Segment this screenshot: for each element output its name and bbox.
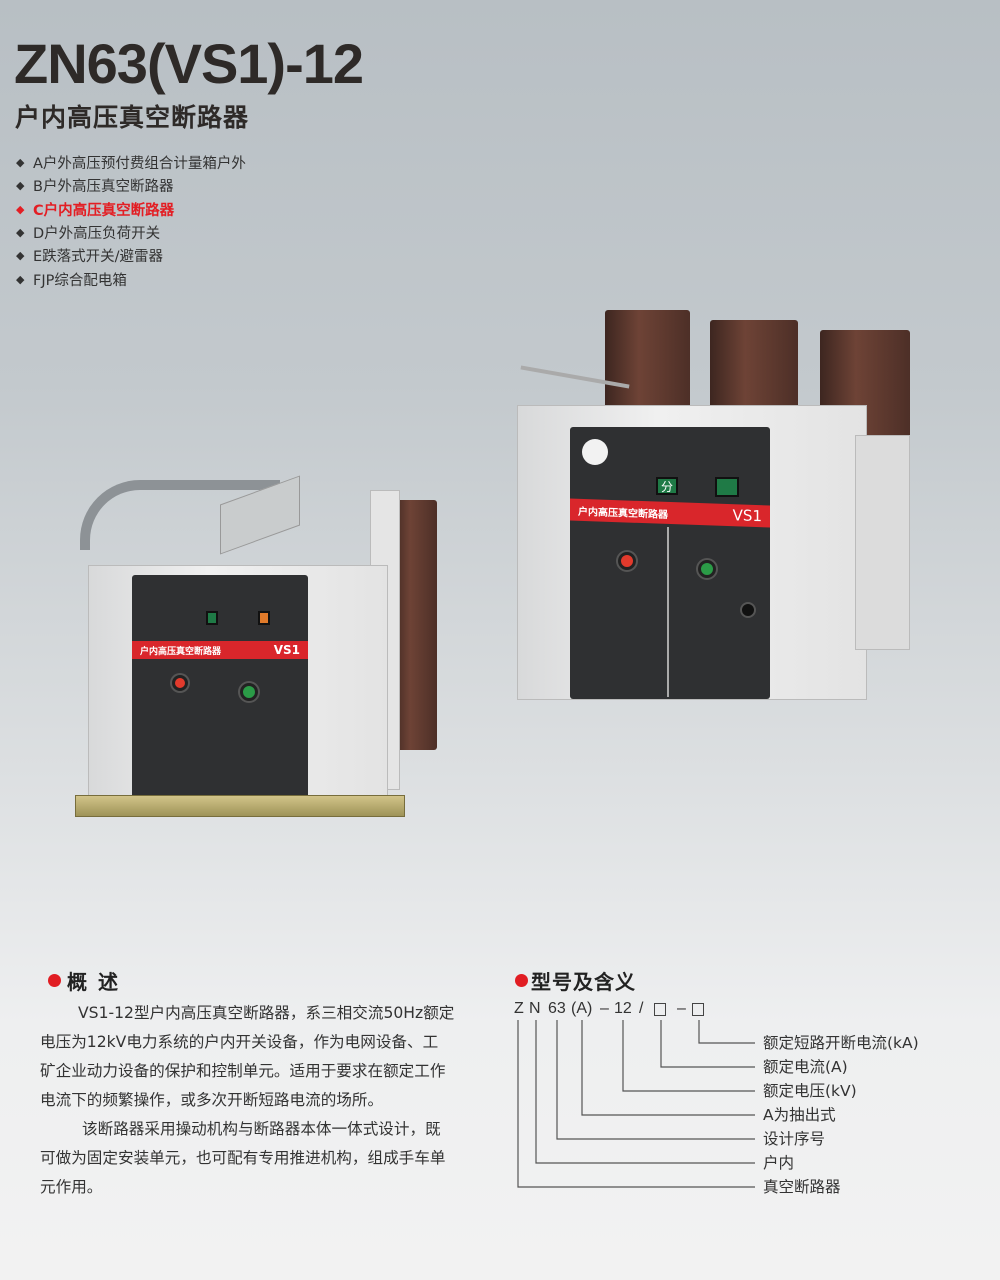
indicator bbox=[206, 611, 218, 625]
meaning-label: 额定电压(kV) bbox=[763, 1082, 857, 1100]
diamond-bullet-icon: ◆ bbox=[16, 249, 25, 263]
diamond-bullet-icon: ◆ bbox=[16, 179, 25, 193]
diamond-bullet-icon: ◆ bbox=[16, 226, 25, 240]
placeholder-box bbox=[692, 1003, 704, 1016]
open-button bbox=[618, 552, 636, 570]
category-item[interactable]: ◆ A户外高压预付费组合计量箱户外 bbox=[16, 151, 246, 174]
code-part: (A) bbox=[571, 1000, 593, 1017]
open-button bbox=[172, 675, 188, 691]
category-item[interactable]: ◆ B户外高压真空断路器 bbox=[16, 174, 246, 197]
charging-socket bbox=[740, 602, 756, 618]
category-label: C户内高压真空断路器 bbox=[33, 202, 175, 219]
meaning-label: 户内 bbox=[763, 1154, 795, 1172]
text-line: 该断路器采用操动机构与断路器本体一体式设计，既 bbox=[82, 1120, 441, 1138]
brand-logo bbox=[582, 439, 608, 465]
meaning-label: 额定电流(A) bbox=[763, 1058, 848, 1076]
control-panel: 户内高压真空断路器 VS1 bbox=[132, 575, 308, 800]
overview-heading: 概 述 bbox=[48, 966, 120, 995]
open-indicator: 分 bbox=[656, 477, 678, 495]
meaning-label: 真空断路器 bbox=[763, 1178, 841, 1196]
text-line: 电流下的频繁操作，或多次开断短路电流的场所。 bbox=[40, 1091, 384, 1109]
text-line: 电压为12kV电力系统的户内开关设备，作为电网设备、工 bbox=[40, 1033, 439, 1051]
overview-paragraph: VS1-12型户内高压真空断路器，系三相交流50Hz额定 电压为12kV电力系统… bbox=[40, 999, 490, 1202]
side-frame bbox=[855, 435, 910, 650]
diamond-bullet-icon: ◆ bbox=[16, 272, 25, 286]
category-label: FJP综合配电箱 bbox=[33, 272, 127, 289]
divider bbox=[667, 527, 669, 697]
close-button bbox=[698, 560, 716, 578]
product-image-left: 户内高压真空断路器 VS1 bbox=[70, 460, 490, 850]
placeholder-box bbox=[654, 1003, 666, 1016]
page-subtitle: 户内高压真空断路器 bbox=[15, 103, 250, 132]
text-line: 元作用。 bbox=[40, 1178, 103, 1196]
category-list: ◆ A户外高压预付费组合计量箱户外 ◆ B户外高压真空断路器 ◆ C户内高压真空断路器… bbox=[16, 151, 246, 291]
meaning-label: 设计序号 bbox=[763, 1130, 826, 1148]
cable-hose bbox=[80, 480, 280, 550]
category-item[interactable]: ◆ D户外高压负荷开关 bbox=[16, 221, 246, 244]
code-part: – bbox=[677, 1000, 686, 1017]
page-title: ZN63(VS1)-12 bbox=[14, 32, 364, 95]
overview-heading-text: 概 述 bbox=[67, 970, 120, 994]
code-part: 12 bbox=[614, 1000, 632, 1017]
spring-indicator bbox=[715, 477, 739, 497]
category-label: E跌落式开关/避雷器 bbox=[33, 249, 164, 266]
diamond-bullet-icon: ◆ bbox=[16, 156, 25, 170]
close-button bbox=[240, 683, 258, 701]
red-dot-icon bbox=[515, 974, 528, 987]
code-part: N bbox=[529, 1000, 541, 1017]
indicator bbox=[258, 611, 270, 625]
category-label: A户外高压预付费组合计量箱户外 bbox=[33, 156, 246, 173]
category-label: D户外高压负荷开关 bbox=[33, 226, 161, 243]
red-dot-icon bbox=[48, 974, 61, 987]
meaning-label: A为抽出式 bbox=[763, 1106, 836, 1124]
model-heading-text: 型号及含义 bbox=[531, 970, 636, 994]
indicator-text: 分 bbox=[660, 479, 673, 494]
diamond-bullet-icon: ◆ bbox=[16, 202, 25, 216]
model-heading: 型号及含义 bbox=[515, 966, 636, 995]
text-line: VS1-12型户内高压真空断路器，系三相交流50Hz额定 bbox=[78, 1004, 455, 1022]
model-badge: VS1 bbox=[273, 643, 300, 657]
chassis bbox=[75, 795, 405, 817]
meaning-label: 额定短路开断电流(kA) bbox=[763, 1034, 919, 1052]
code-part: / bbox=[639, 1000, 644, 1017]
category-item[interactable]: ◆ FJP综合配电箱 bbox=[16, 267, 246, 290]
code-part: – bbox=[600, 1000, 609, 1017]
text-line: 矿企业动力设备的保护和控制单元。适用于要求在额定工作 bbox=[40, 1062, 446, 1080]
text-line: 可做为固定安装单元，也可配有专用推进机构，组成手车单 bbox=[40, 1149, 446, 1167]
category-item-active[interactable]: ◆ C户内高压真空断路器 bbox=[16, 198, 246, 221]
category-label: B户外高压真空断路器 bbox=[33, 179, 174, 196]
panel-band: 户内高压真空断路器 VS1 bbox=[132, 641, 308, 659]
category-item[interactable]: ◆ E跌落式开关/避雷器 bbox=[16, 244, 246, 267]
band-text: 户内高压真空断路器 bbox=[140, 646, 222, 657]
code-part: 63 bbox=[548, 1000, 566, 1017]
code-part: Z bbox=[514, 1000, 524, 1017]
